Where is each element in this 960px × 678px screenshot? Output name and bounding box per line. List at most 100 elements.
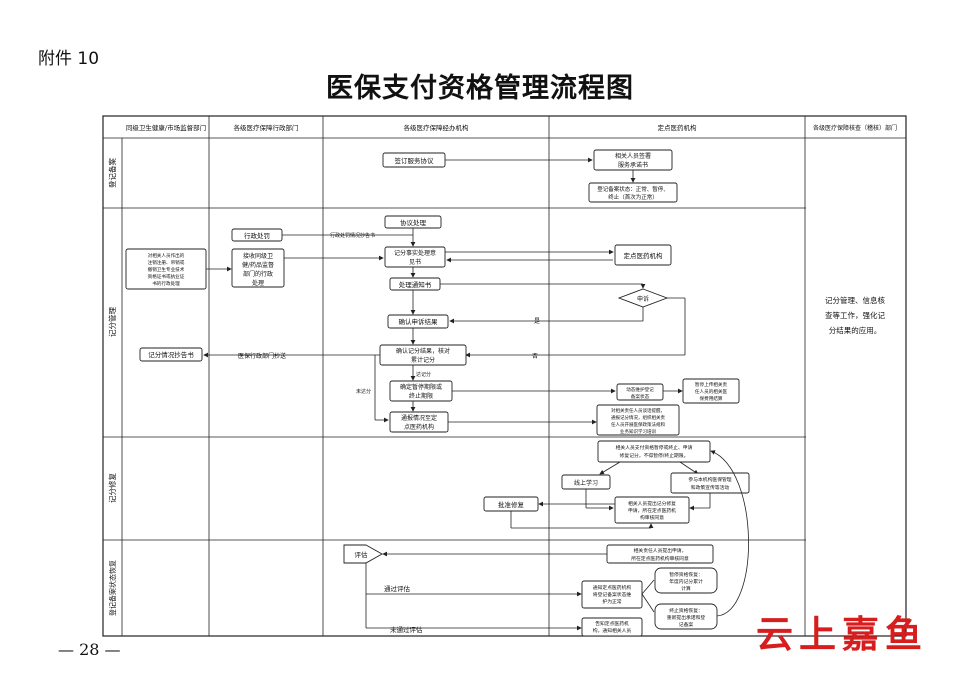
svg-text:告知定点医药机: 告知定点医药机 [595, 620, 629, 627]
svg-text:处理: 处理 [252, 279, 264, 287]
score-reach-label: 达记分 [416, 371, 431, 378]
svg-text:记分管理、信息核: 记分管理、信息核 [825, 295, 885, 305]
svg-text:登记备案状态：正常、暂停、: 登记备案状态：正常、暂停、 [597, 185, 669, 193]
svg-text:相关人员签署: 相关人员签署 [615, 152, 651, 160]
node-dynamic-maintain: 动态维护登记 备案状态 [616, 383, 664, 401]
svg-text:服务承诺书: 服务承诺书 [618, 161, 648, 169]
svg-text:和政策宣传等活动: 和政策宣传等活动 [691, 484, 730, 491]
node-health-dept-note: 对相关人员作出的 注销注册、吊销或 撤销卫生专业技术 资格证书或执业证 书的行政… [125, 248, 207, 290]
node-score-notice: 记分事实处理意 见书 [384, 246, 446, 268]
page-title: 医保支付资格管理流程图 [326, 73, 634, 104]
node-agreement-handle: 协议处理 [384, 215, 442, 229]
svg-text:修复记分，不得暂停/终止期限。: 修复记分，不得暂停/终止期限。 [620, 452, 689, 459]
svg-text:通报记分情况，组织相关责: 通报记分情况，组织相关责 [611, 414, 665, 421]
svg-text:年度内记分累计: 年度内记分累计 [669, 578, 703, 585]
svg-text:参与本机构医保管理: 参与本机构医保管理 [688, 476, 731, 483]
svg-text:确认记分结果，核对: 确认记分结果，核对 [396, 347, 450, 355]
node-submit-repair: 相关人员提出记分修复 申请，所在定点医药机 构审核同意 [614, 496, 690, 524]
svg-text:确认申诉结果: 确认申诉结果 [399, 317, 439, 326]
svg-text:定点医药机构: 定点医药机构 [624, 251, 664, 260]
svg-text:记备案: 记备案 [679, 621, 694, 628]
svg-text:将登记备案状态维: 将登记备案状态维 [593, 591, 632, 598]
svg-text:终止期限: 终止期限 [409, 392, 433, 400]
attachment-label: 附件 10 [38, 49, 100, 69]
svg-text:相关人员支付资格暂停或终止、申请: 相关人员支付资格暂停或终止、申请 [616, 444, 693, 451]
svg-text:健/药品监督: 健/药品监督 [242, 261, 274, 269]
svg-text:行政处罚: 行政处罚 [244, 231, 270, 240]
svg-text:相关责任人员提出申请，: 相关责任人员提出申请， [634, 547, 687, 554]
svg-text:协议处理: 协议处理 [400, 218, 427, 227]
page-number: — 28 — [58, 640, 121, 659]
svg-text:注销注册、吊销或: 注销注册、吊销或 [148, 259, 185, 266]
node-approve-repair: 批准修复 [483, 496, 539, 512]
svg-text:分结果的应用。: 分结果的应用。 [829, 325, 882, 335]
svg-text:点医药机构: 点医药机构 [404, 423, 434, 431]
svg-text:任人员开展医保政策法规和: 任人员开展医保政策法规和 [611, 421, 665, 428]
svg-text:对相关人员作出的: 对相关人员作出的 [148, 252, 185, 259]
node-confirm-appeal: 确认申诉结果 [387, 314, 449, 329]
node-upload-pause: 暂停上传相关责 任人员的相关医 保费用结算 [682, 378, 740, 404]
svg-text:申请，所在定点医药机: 申请，所在定点医药机 [628, 507, 676, 514]
svg-text:累计记分: 累计记分 [411, 356, 435, 364]
copy-admin-label: 医保行政部门抄送 [238, 352, 286, 360]
pass-eval-label: 通过评估 [384, 584, 411, 593]
svg-text:资格证书或执业证: 资格证书或执业证 [148, 273, 185, 280]
svg-text:通知定点医药机构: 通知定点医药机构 [593, 584, 632, 591]
node-appeal: 申诉 [617, 288, 669, 308]
node-pause-restore: 暂停资格恢复： 年度内记分累计 计算 [654, 567, 718, 594]
svg-text:动态维护登记: 动态维护登记 [626, 386, 654, 393]
row-label-status-restore: 登记备案状态恢复 [108, 560, 117, 616]
node-evaluate: 评估 [343, 544, 383, 564]
svg-text:批准修复: 批准修复 [498, 500, 525, 509]
svg-text:构，通知相关人员: 构，通知相关人员 [593, 627, 632, 634]
node-join-activity: 参与本机构医保管理 和政策宣传等活动 [670, 472, 750, 494]
penalty-copy-label: 行政处罚情况抄告书 [330, 232, 375, 239]
svg-text:记分情况抄告书: 记分情况抄告书 [148, 350, 194, 359]
svg-text:保费用结算: 保费用结算 [700, 395, 723, 402]
svg-text:备案状态: 备案状态 [631, 393, 650, 400]
svg-text:所在定点医药机构审核同意: 所在定点医药机构审核同意 [631, 555, 689, 562]
fail-eval-label: 未通过评估 [390, 625, 423, 634]
node-apply-repair: 相关人员支付资格暂停或终止、申请 修复记分，不得暂停/终止期限。 [597, 440, 711, 463]
node-staff-sign: 相关人员签署 服务承诺书 [593, 149, 673, 171]
svg-text:确定暂停期限或: 确定暂停期限或 [400, 383, 442, 391]
node-registration-status: 登记备案状态：正常、暂停、 终止（首次为正常） [588, 182, 678, 203]
svg-text:任人员的相关医: 任人员的相关医 [695, 388, 728, 395]
node-designated-org: 定点医药机构 [614, 244, 672, 266]
svg-text:计算: 计算 [681, 585, 691, 592]
svg-text:构审核同意: 构审核同意 [640, 514, 664, 521]
svg-text:处理通知书: 处理通知书 [399, 280, 432, 289]
svg-text:见书: 见书 [409, 258, 421, 266]
svg-text:线上学习: 线上学习 [574, 479, 598, 487]
node-pause-period: 确定暂停期限或 终止期限 [389, 380, 453, 402]
svg-text:暂停上传相关责: 暂停上传相关责 [695, 381, 728, 388]
node-online-learn: 线上学习 [561, 474, 611, 490]
svg-text:护为正常: 护为正常 [602, 598, 621, 605]
node-sign-agreement: 签订服务协议 [382, 152, 446, 168]
no-label: 否 [532, 353, 538, 360]
svg-text:签订服务协议: 签订服务协议 [395, 156, 435, 165]
svg-text:接收同级卫: 接收同级卫 [243, 252, 273, 260]
svg-text:评估: 评估 [355, 550, 369, 559]
node-notify-org: 通报情况至定 点医药机构 [389, 411, 449, 433]
row-label-score-management: 记分管理 [107, 307, 117, 337]
node-confirm-score: 确认记分结果，核对 累计记分 [379, 344, 467, 366]
svg-text:通报情况至定: 通报情况至定 [401, 414, 437, 422]
column-header-designated: 定点医药机构 [658, 123, 698, 132]
column-header-audit: 各级医疗保障核查（稽核）部门 [813, 124, 897, 132]
svg-text:申诉: 申诉 [637, 295, 649, 303]
svg-text:查等工作，强化记: 查等工作，强化记 [825, 310, 885, 320]
brand-watermark: 云上嘉鱼 [756, 612, 928, 656]
column-header-agency: 各级医疗保障经办机构 [404, 123, 470, 132]
node-org-training: 对相关责任人员谈话提醒， 通报记分情况，组织相关责 任人员开展医保政策法规和 业… [596, 404, 680, 436]
svg-text:记分事实处理意: 记分事实处理意 [394, 249, 436, 257]
svg-text:业务知识学习培训: 业务知识学习培训 [620, 428, 656, 435]
node-score-report: 记分情况抄告书 [139, 347, 203, 362]
row-label-registration: 登记备案 [107, 158, 117, 188]
svg-text:对相关责任人员谈话提醒，: 对相关责任人员谈话提醒， [611, 407, 665, 414]
not-reach-label: 未达分 [356, 388, 371, 395]
svg-text:终止（首次为正常）: 终止（首次为正常） [608, 193, 658, 201]
svg-text:相关人员提出记分修复: 相关人员提出记分修复 [628, 500, 676, 507]
column-header-health: 同级卫生健康/市场监督部门 [126, 123, 206, 132]
